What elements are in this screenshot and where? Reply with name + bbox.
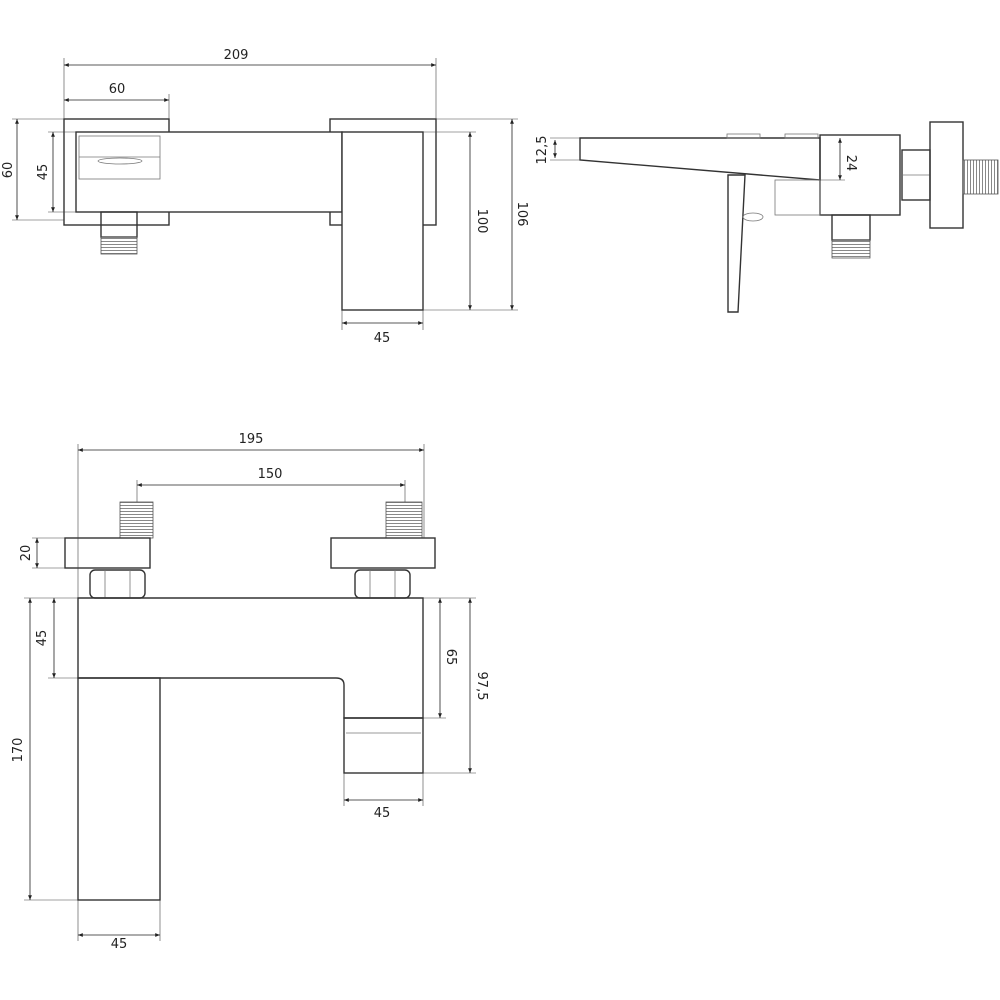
top-outlet <box>343 717 424 774</box>
dim-flange-depth: 20 <box>19 545 34 562</box>
side-view: 12,5 24 <box>535 121 999 313</box>
dim-body-depth: 24 <box>843 155 858 172</box>
right-thread <box>385 501 423 539</box>
control-knob <box>97 157 143 165</box>
lever-handle <box>727 174 746 313</box>
top-body <box>77 597 424 719</box>
dim-top-overall-width: 195 <box>239 432 264 447</box>
dim-plate-width: 60 <box>109 82 126 97</box>
dim-outlet-width: 45 <box>374 806 391 821</box>
column <box>77 677 161 901</box>
mixer-body <box>75 131 343 213</box>
side-body <box>819 134 901 216</box>
dim-spout-width: 45 <box>374 331 391 346</box>
control-panel <box>78 135 161 180</box>
top-view: 195 150 20 45 170 65 97,5 45 45 <box>11 432 489 952</box>
dim-outlet-depth: 65 <box>443 649 458 666</box>
dim-center-distance: 150 <box>258 467 283 482</box>
right-flange <box>330 537 436 569</box>
side-thread <box>962 159 999 195</box>
dim-body-height: 45 <box>36 164 51 181</box>
front-view: 209 60 60 45 100 106 45 <box>1 48 529 346</box>
left-thread <box>119 501 154 539</box>
spout <box>341 131 424 311</box>
dim-total-height: 106 <box>514 202 529 227</box>
dim-plate-height: 60 <box>1 162 16 179</box>
left-nut <box>89 569 146 599</box>
dim-spout-height: 100 <box>474 209 489 234</box>
side-flange <box>929 121 964 229</box>
dim-column-width: 45 <box>111 937 128 952</box>
dim-column-length: 170 <box>11 738 26 763</box>
outlet-thread <box>100 236 138 255</box>
dim-overall-width: 209 <box>224 48 249 63</box>
left-flange <box>64 537 151 569</box>
dim-top-body-depth: 45 <box>35 630 50 647</box>
right-nut <box>354 569 411 599</box>
side-spout <box>579 137 821 181</box>
dim-outlet-total: 97,5 <box>474 672 489 701</box>
dim-spout-tip: 12,5 <box>535 136 550 165</box>
